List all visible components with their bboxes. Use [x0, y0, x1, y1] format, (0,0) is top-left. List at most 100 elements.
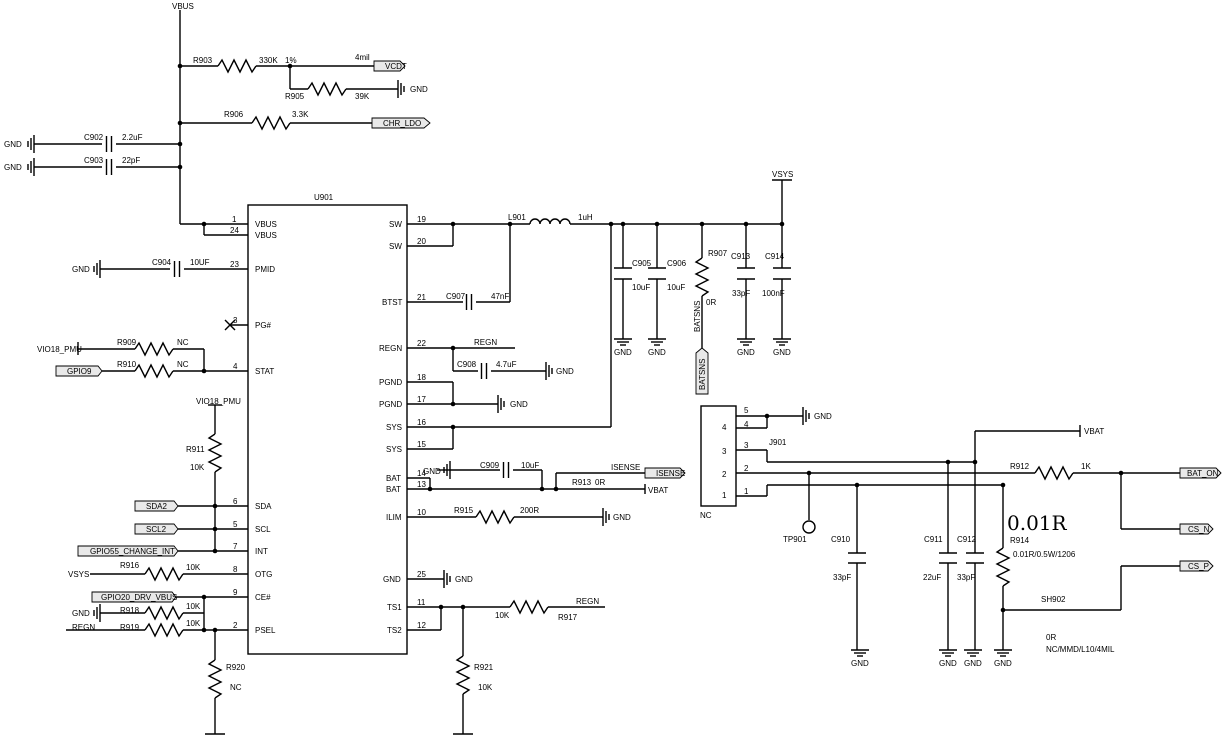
svg-text:1K: 1K — [1081, 462, 1091, 471]
sys-net — [407, 224, 612, 450]
svg-text:10K: 10K — [478, 683, 493, 692]
svg-text:BAT_ON: BAT_ON — [1187, 469, 1219, 478]
r913-resistor: R913 0R VBAT — [572, 478, 668, 495]
svg-text:200R: 200R — [520, 506, 539, 515]
svg-text:C908: C908 — [457, 360, 477, 369]
svg-text:10uF: 10uF — [667, 283, 685, 292]
cs-n-net: CS_N — [1120, 473, 1214, 535]
ts-net — [407, 604, 510, 631]
gnd-pin25: GND — [407, 569, 473, 589]
r903-resistor: R903 330K 1% 4mil — [180, 53, 374, 74]
svg-text:REGN: REGN — [474, 338, 497, 347]
svg-text:GND: GND — [410, 85, 428, 94]
svg-text:10uF: 10uF — [632, 283, 650, 292]
svg-text:REGN: REGN — [379, 344, 402, 353]
svg-text:GND: GND — [648, 348, 666, 357]
svg-text:GND: GND — [423, 467, 441, 476]
c914-capacitor: C914 100nF GND — [762, 224, 792, 357]
svg-text:9: 9 — [233, 588, 238, 597]
svg-text:22pF: 22pF — [122, 156, 140, 165]
svg-text:ISENSE: ISENSE — [611, 463, 640, 472]
svg-text:10K: 10K — [190, 463, 205, 472]
svg-text:GND: GND — [964, 659, 982, 668]
svg-text:GND: GND — [851, 659, 869, 668]
svg-text:GND: GND — [4, 163, 22, 172]
svg-text:GND: GND — [383, 575, 401, 584]
c912-capacitor: C912 33pF GND — [957, 462, 984, 668]
svg-text:SCL2: SCL2 — [146, 525, 167, 534]
svg-text:CHR_LDO: CHR_LDO — [383, 119, 421, 128]
svg-text:VIO18_PMU: VIO18_PMU — [196, 397, 241, 406]
c911-capacitor: C911 22uF GND — [923, 462, 958, 668]
svg-text:C902: C902 — [84, 133, 104, 142]
svg-text:10UF: 10UF — [190, 258, 210, 267]
svg-text:NC: NC — [700, 511, 712, 520]
svg-text:R907: R907 — [708, 249, 728, 258]
svg-text:TP901: TP901 — [783, 535, 807, 544]
svg-text:VSYS: VSYS — [772, 170, 793, 179]
svg-text:17: 17 — [417, 395, 426, 404]
svg-text:GND: GND — [814, 412, 832, 421]
svg-text:CE#: CE# — [255, 593, 271, 602]
svg-text:R917: R917 — [558, 613, 578, 622]
ic-right-pins: SW 19 SW 20 BTST 21 REGN 22 PGND 18 PGND… — [379, 215, 426, 635]
svg-text:2.2uF: 2.2uF — [122, 133, 143, 142]
cs-p-net: CS_P — [1003, 560, 1214, 611]
svg-text:7: 7 — [233, 542, 238, 551]
svg-text:C906: C906 — [667, 259, 687, 268]
r921-resistor: R921 10K — [453, 607, 494, 735]
svg-text:PGND: PGND — [379, 378, 402, 387]
c906-capacitor: C906 10uF GND — [647, 224, 687, 357]
svg-text:23: 23 — [230, 260, 239, 269]
svg-text:ILIM: ILIM — [386, 513, 402, 522]
svg-text:PG#: PG# — [255, 321, 272, 330]
svg-text:10: 10 — [417, 508, 426, 517]
svg-text:1: 1 — [722, 491, 727, 500]
vbat-net: VBAT — [974, 425, 1104, 462]
svg-text:2: 2 — [722, 470, 727, 479]
svg-text:R912: R912 — [1010, 462, 1030, 471]
svg-text:R905: R905 — [285, 92, 305, 101]
svg-text:8: 8 — [233, 565, 238, 574]
svg-text:19: 19 — [417, 215, 426, 224]
r919-resistor: REGN R919 10K — [66, 619, 248, 638]
svg-text:0R: 0R — [595, 478, 605, 487]
vcdt-port: VCDT — [373, 60, 407, 72]
r912-resistor: R912 1K — [1010, 462, 1180, 481]
svg-text:CS_N: CS_N — [1188, 525, 1210, 534]
j901-pin1-net — [736, 482, 1006, 497]
svg-text:REGN: REGN — [576, 597, 599, 606]
svg-text:1: 1 — [232, 215, 237, 224]
r906-resistor: R906 3.3K — [180, 110, 372, 131]
svg-text:C909: C909 — [480, 461, 500, 470]
svg-text:12: 12 — [417, 621, 426, 630]
svg-text:NC/MMD/L10/4MIL: NC/MMD/L10/4MIL — [1046, 645, 1115, 654]
svg-text:R910: R910 — [117, 360, 137, 369]
j901-pin3-net — [736, 449, 978, 465]
svg-text:4: 4 — [233, 362, 238, 371]
r915-resistor: R915 200R GND — [407, 506, 631, 527]
svg-text:C905: C905 — [632, 259, 652, 268]
svg-text:16: 16 — [417, 418, 426, 427]
svg-text:STAT: STAT — [255, 367, 274, 376]
svg-text:C910: C910 — [831, 535, 851, 544]
svg-text:NC: NC — [177, 338, 189, 347]
svg-text:3.3K: 3.3K — [292, 110, 309, 119]
svg-text:5: 5 — [744, 406, 749, 415]
ic-left-pins: VBUS 1 VBUS 24 PMID 23 PG# 3 STAT 4 SDA … — [230, 215, 277, 635]
svg-text:R906: R906 — [224, 110, 244, 119]
svg-text:5: 5 — [233, 520, 238, 529]
svg-text:22uF: 22uF — [923, 573, 941, 582]
svg-text:33pF: 33pF — [833, 573, 851, 582]
svg-text:GND: GND — [614, 348, 632, 357]
svg-text:PGND: PGND — [379, 400, 402, 409]
svg-text:OTG: OTG — [255, 570, 272, 579]
svg-text:GND: GND — [556, 367, 574, 376]
sh902-label: SH902 0R NC/MMD/L10/4MIL — [1041, 595, 1115, 654]
svg-text:100nF: 100nF — [762, 289, 785, 298]
svg-text:SYS: SYS — [386, 445, 402, 454]
bat-on-port: BAT_ON — [1179, 467, 1222, 479]
sda2-port: SDA2 — [134, 500, 248, 512]
svg-text:C912: C912 — [957, 535, 977, 544]
